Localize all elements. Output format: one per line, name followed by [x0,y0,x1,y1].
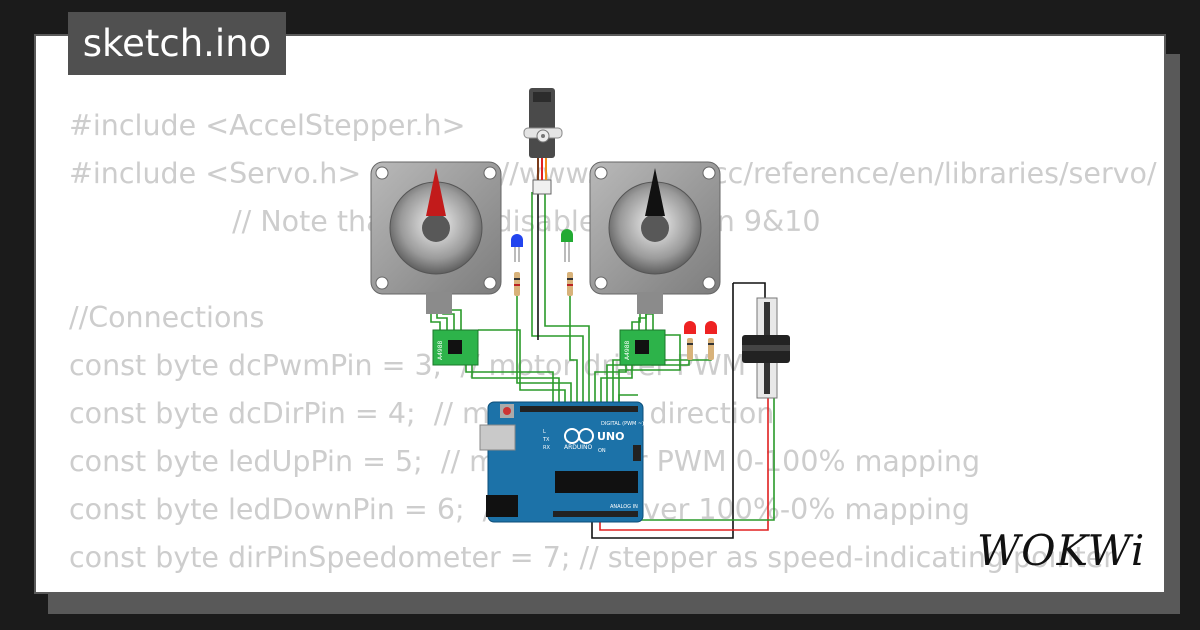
board-brand-label: ARDUINO [564,444,593,451]
code-preview-card: #include <AccelStepper.h>#include <Servo… [34,34,1166,594]
slide-potentiometer [742,297,790,399]
wokwi-logo: WOKWi [977,526,1145,575]
driver-label-right: A4988 [624,340,631,360]
pointer-black [645,168,665,216]
code-line: #include <AccelStepper.h> [69,109,466,142]
code-line: //Connections [69,301,265,334]
board-digital-label: DIGITAL (PWM ~) [601,421,644,427]
board-analog-label: ANALOG IN [610,504,638,510]
wokwi-logo-text: WOKWi [977,526,1145,575]
file-tab-label: sketch.ino [82,22,272,65]
led-red-2 [705,321,717,334]
code-line: const byte dirPinSpeedometer = 7; // ste… [69,541,1115,574]
board-on-label: ON [598,448,606,454]
led-red-1 [684,321,696,334]
code-line: const byte stepPinSpeedometer = 8; // [69,582,1157,592]
stepper-motor-left [370,161,502,314]
resistors [514,272,714,360]
leds [511,229,717,360]
stepper-driver-right: A4988 [619,329,666,366]
led-blue [511,234,523,262]
board-tx-label: TX [542,437,550,443]
stepper-motor-right [589,161,721,314]
board-uno-label: UNO [597,430,625,443]
servo-motor [523,88,563,195]
driver-label-left: A4988 [437,340,444,360]
board-rx-label: RX [543,445,550,451]
file-tab[interactable]: sketch.ino [68,12,286,75]
arduino-uno: DIGITAL (PWM ~) UNO ARDUINO ANALOG IN TX… [479,401,644,523]
led-green [561,229,573,262]
stepper-driver-left: A4988 [432,329,479,366]
pointer-red [426,168,446,216]
board-l-label: L [543,429,546,435]
